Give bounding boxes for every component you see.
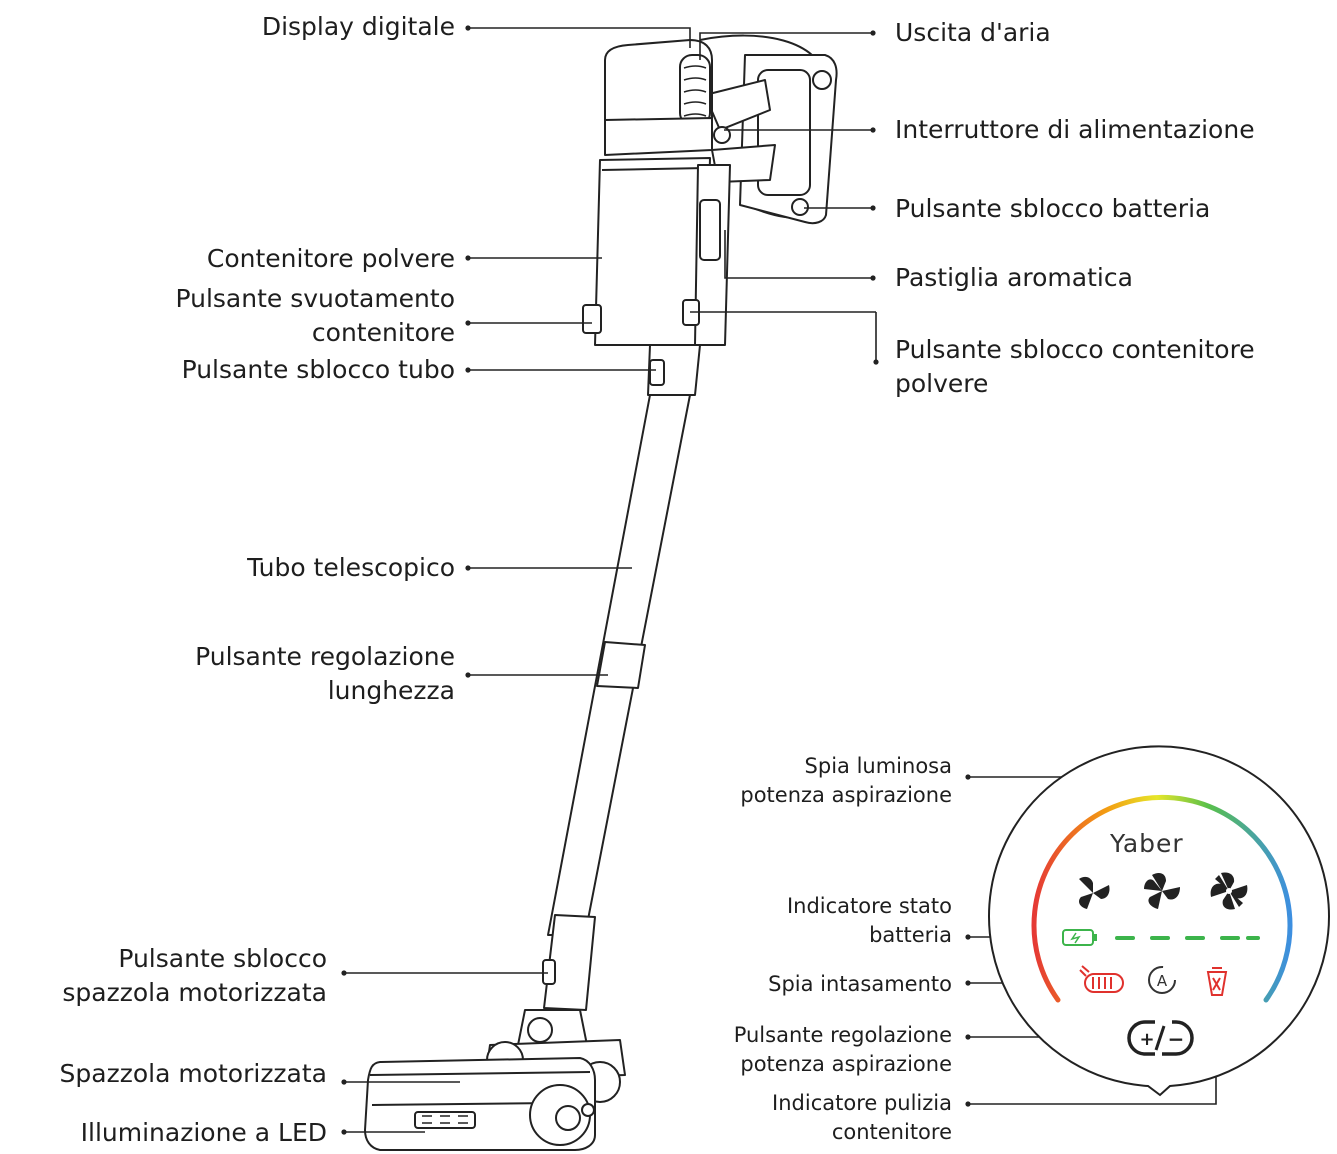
svg-text:A: A xyxy=(1157,972,1168,990)
label-air-outlet: Uscita d'aria xyxy=(895,18,1051,47)
label-empty-button-line1: Pulsante svuotamento xyxy=(175,284,455,313)
label-suction-light: Spia luminosa potenza aspirazione xyxy=(740,752,952,810)
label-empty-button-line2: contenitore xyxy=(311,318,455,347)
label-battery-status: Indicatore stato batteria xyxy=(787,892,952,950)
label-battery-release: Pulsante sblocco batteria xyxy=(895,194,1211,223)
label-led-light: Illuminazione a LED xyxy=(80,1118,327,1147)
label-clean-indicator-line2: contenitore xyxy=(831,1120,952,1144)
label-clean-indicator: Indicatore pulizia contenitore xyxy=(772,1089,952,1147)
label-length-adjust-line1: Pulsante regolazione xyxy=(195,642,455,671)
label-power-button: Pulsante regolazione potenza aspirazione xyxy=(734,1021,952,1079)
fan-low-icon xyxy=(1079,876,1110,909)
label-brush-release: Pulsante sblocco spazzola motorizzata xyxy=(62,942,327,1010)
battery-icon xyxy=(1062,929,1097,946)
label-power-button-line2: potenza aspirazione xyxy=(740,1052,952,1076)
label-container-release-line2: polvere xyxy=(895,369,989,398)
label-telescopic-tube: Tubo telescopico xyxy=(247,553,455,582)
label-battery-status-line1: Indicatore stato xyxy=(786,894,952,918)
fan-mid-icon xyxy=(1144,873,1180,909)
svg-text:+: + xyxy=(1139,1029,1154,1050)
label-tube-release: Pulsante sblocco tubo xyxy=(181,355,455,384)
label-battery-status-line2: batteria xyxy=(869,923,952,947)
vacuum-outline xyxy=(364,34,838,1151)
label-suction-light-line1: Spia luminosa xyxy=(804,754,952,778)
power-adjust-icon[interactable]: + − xyxy=(1127,1020,1194,1056)
label-brush-release-line1: Pulsante sblocco xyxy=(118,944,327,973)
dust-bin-icon xyxy=(1206,967,1228,996)
auto-mode-icon: A xyxy=(1148,966,1176,994)
label-dust-container: Contenitore polvere xyxy=(206,244,455,273)
label-clog-light: Spia intasamento xyxy=(768,972,952,996)
leader-lines xyxy=(344,27,1217,1133)
svg-text:−: − xyxy=(1168,1027,1185,1051)
brand-logo: Yaber xyxy=(1110,829,1184,858)
label-length-adjust: Pulsante regolazione lunghezza xyxy=(195,640,455,708)
fan-high-icon xyxy=(1210,872,1248,910)
label-power-button-line1: Pulsante regolazione xyxy=(733,1023,952,1047)
label-length-adjust-line2: lunghezza xyxy=(327,676,455,705)
label-suction-light-line2: potenza aspirazione xyxy=(740,783,952,807)
label-clean-indicator-line1: Indicatore pulizia xyxy=(772,1091,952,1115)
suction-arc xyxy=(1031,794,1293,1003)
label-aroma-pad: Pastiglia aromatica xyxy=(895,263,1133,292)
label-container-release: Pulsante sblocco contenitore polvere xyxy=(895,333,1255,401)
control-panel: A + − xyxy=(988,745,1330,1097)
label-empty-button: Pulsante svuotamento contenitore xyxy=(175,282,455,350)
label-display: Display digitale xyxy=(261,12,455,41)
label-power-switch: Interruttore di alimentazione xyxy=(895,115,1255,144)
label-brush-release-line2: spazzola motorizzata xyxy=(62,978,327,1007)
label-motor-brush: Spazzola motorizzata xyxy=(59,1059,327,1088)
leader-dots xyxy=(341,25,971,1135)
label-container-release-line1: Pulsante sblocco contenitore xyxy=(895,335,1255,364)
clog-icon xyxy=(1079,965,1124,993)
